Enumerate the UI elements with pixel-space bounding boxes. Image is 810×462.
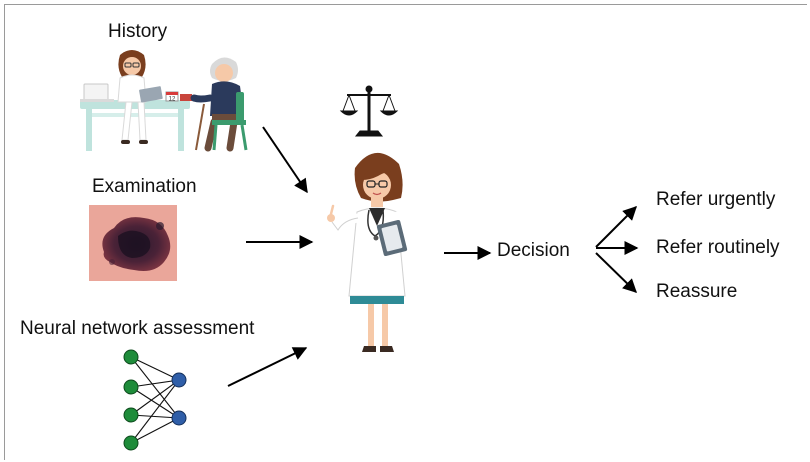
arrow-neural-to-doctor — [227, 347, 308, 387]
neural-network-diagram — [123, 349, 187, 451]
skin-lesion-image — [89, 205, 177, 281]
examination-label: Examination — [92, 176, 197, 197]
history-label: History — [108, 21, 168, 42]
diagram-frame — [4, 4, 807, 460]
doctor-icon — [327, 152, 408, 352]
decision-label: Decision — [497, 240, 570, 261]
arrow-to-reassure — [595, 252, 638, 293]
arrows — [227, 126, 639, 387]
seated-doctor-icon — [117, 50, 163, 144]
calendar-day: 12 — [169, 97, 176, 103]
balance-scale-icon — [339, 85, 399, 137]
history-illustration: 12 — [80, 50, 248, 152]
arrow-history-to-doctor — [262, 126, 308, 194]
input-node — [123, 435, 139, 451]
outcome-refer-routinely: Refer routinely — [656, 237, 780, 258]
output-node — [171, 372, 187, 388]
output-node — [171, 410, 187, 426]
neural-network-label: Neural network assessment — [20, 318, 255, 339]
laptop-icon — [80, 83, 114, 102]
input-node — [123, 379, 139, 395]
input-node — [123, 407, 139, 423]
outcome-reassure: Reassure — [656, 281, 738, 302]
calendar-icon: 12 — [165, 91, 192, 103]
arrow-to-refer-urgently — [595, 206, 637, 248]
outcome-refer-urgently: Refer urgently — [656, 189, 776, 210]
patient-icon — [190, 57, 248, 152]
input-node — [123, 349, 139, 365]
